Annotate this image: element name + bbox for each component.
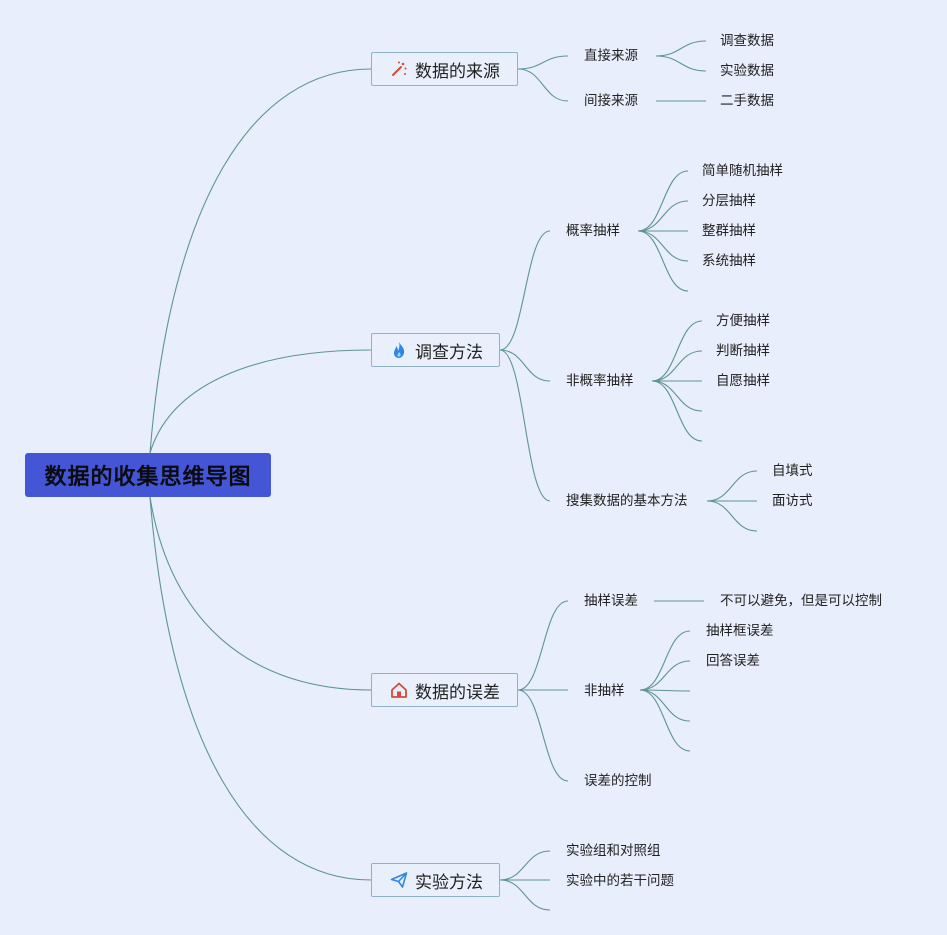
topic-self-administered[interactable]: 自填式 [772, 463, 813, 479]
connector-line [499, 879, 551, 911]
connector-line [517, 600, 569, 691]
root-connector [149, 349, 372, 454]
branch-title: 数据的误差 [415, 682, 500, 703]
connector-line [639, 660, 691, 691]
topic-convenience-sampling[interactable]: 方便抽样 [716, 313, 770, 329]
connector-line [517, 689, 569, 782]
connector-line [706, 470, 758, 502]
connector-line [651, 350, 703, 382]
connector-line [639, 689, 691, 722]
topic-indirect-source[interactable]: 间接来源 [584, 93, 638, 109]
topic-experiment-control-groups[interactable]: 实验组和对照组 [566, 843, 661, 859]
topic-stratified-sampling[interactable]: 分层抽样 [702, 193, 756, 209]
connector-line [517, 55, 569, 70]
topic-nonsampling[interactable]: 非抽样 [584, 683, 625, 699]
connector-line [639, 689, 691, 752]
root-connector [149, 496, 372, 881]
connector-line [651, 320, 703, 382]
topic-frame-error[interactable]: 抽样框误差 [706, 623, 774, 639]
connector-line [637, 200, 689, 232]
topic-interview[interactable]: 面访式 [772, 493, 813, 509]
topic-judgment-sampling[interactable]: 判断抽样 [716, 343, 770, 359]
topic-response-error[interactable]: 回答误差 [706, 653, 760, 669]
topic-direct-source[interactable]: 直接来源 [584, 48, 638, 64]
connector-line [639, 630, 691, 691]
topic-systematic-sampling[interactable]: 系统抽样 [702, 253, 756, 269]
magic-wand-icon [390, 60, 408, 78]
connector-line [651, 380, 703, 442]
connector-line [499, 349, 551, 382]
branch-survey-method[interactable]: 调查方法 [371, 333, 500, 367]
connector-line [637, 170, 689, 232]
branch-experiment-method[interactable]: 实验方法 [371, 863, 500, 897]
topic-voluntary-sampling[interactable]: 自愿抽样 [716, 373, 770, 389]
topic-error-control[interactable]: 误差的控制 [584, 773, 652, 789]
root-topic[interactable]: 数据的收集思维导图 [25, 453, 271, 497]
topic-probability-sampling[interactable]: 概率抽样 [566, 223, 620, 239]
branch-data-error[interactable]: 数据的误差 [371, 673, 518, 707]
topic-cluster-sampling[interactable]: 整群抽样 [702, 223, 756, 239]
flame-icon [390, 341, 408, 359]
topic-experiment-data[interactable]: 实验数据 [720, 63, 774, 79]
branch-title: 调查方法 [415, 342, 483, 363]
topic-basic-collection-methods[interactable]: 搜集数据的基本方法 [566, 493, 688, 509]
topic-simple-random-sampling[interactable]: 简单随机抽样 [702, 163, 783, 179]
topic-survey-data[interactable]: 调查数据 [720, 33, 774, 49]
connector-line [651, 380, 703, 412]
connector-line [499, 230, 551, 351]
connector-line [499, 850, 551, 881]
topic-nonprobability-sampling[interactable]: 非概率抽样 [566, 373, 634, 389]
connector-line [655, 40, 707, 57]
branch-title: 实验方法 [415, 872, 483, 893]
topic-experiment-issues[interactable]: 实验中的若干问题 [566, 873, 674, 889]
paper-plane-icon [390, 871, 408, 889]
connector-line [655, 55, 707, 72]
connector-line [637, 230, 689, 262]
branch-data-source[interactable]: 数据的来源 [371, 52, 518, 86]
topic-sampling-error[interactable]: 抽样误差 [584, 593, 638, 609]
branch-title: 数据的来源 [415, 61, 500, 82]
topic-secondhand-data[interactable]: 二手数据 [720, 93, 774, 109]
connector-line [706, 500, 758, 532]
connector-line [517, 68, 569, 102]
root-connector [149, 496, 372, 691]
topic-unavoidable-controllable[interactable]: 不可以避免，但是可以控制 [720, 593, 882, 609]
root-connector [149, 68, 372, 454]
home-icon [390, 681, 408, 699]
connector-line [499, 349, 551, 502]
connector-line [637, 230, 689, 292]
